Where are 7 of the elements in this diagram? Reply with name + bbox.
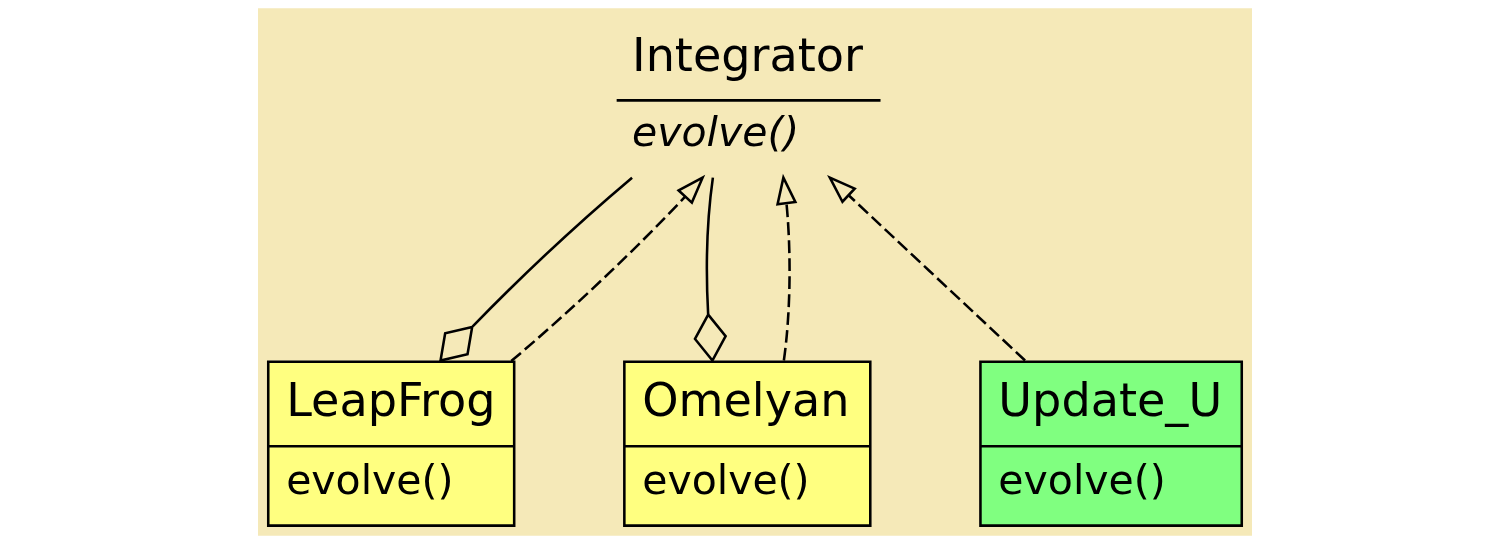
- arrow: [509, 174, 705, 363]
- connector: [692, 177, 727, 363]
- arrow: [775, 173, 797, 361]
- node-label: Integrator: [631, 27, 863, 82]
- arrow: [826, 175, 1026, 362]
- connector: [438, 176, 633, 363]
- node-label: evolve(): [631, 107, 799, 156]
